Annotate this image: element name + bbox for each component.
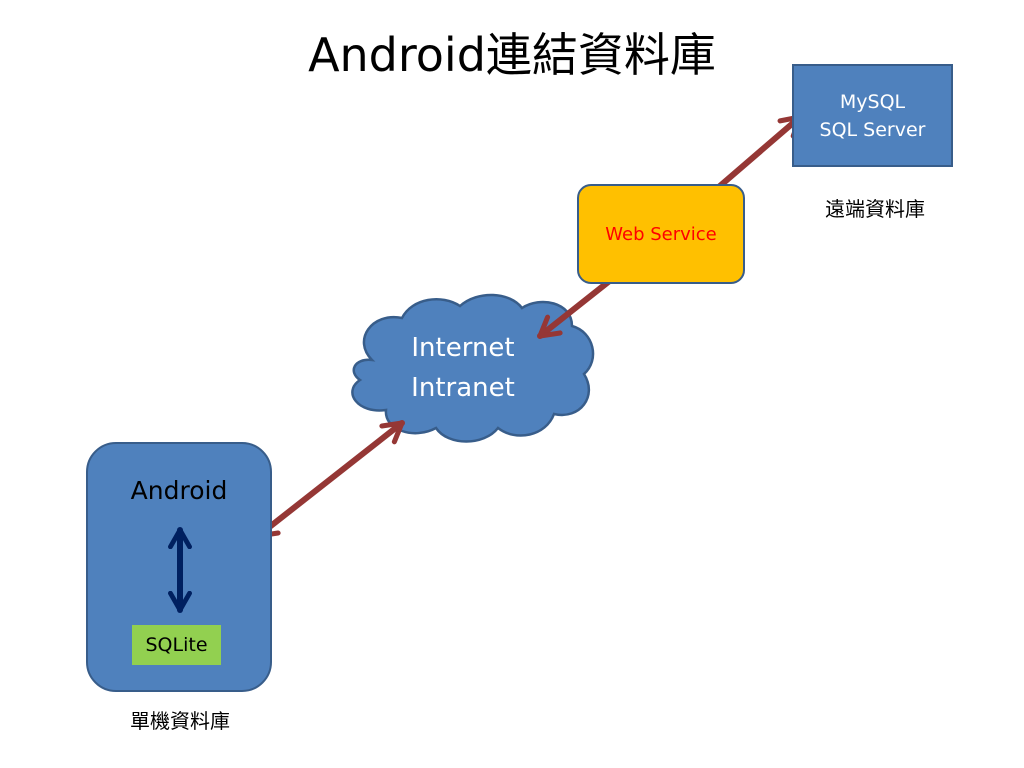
network-cloud-text: Internet Intranet — [370, 328, 556, 408]
remote-db-box: MySQL SQL Server — [792, 64, 953, 167]
network-cloud-shape — [351, 293, 595, 443]
web-service-box: Web Service — [577, 184, 745, 284]
local-db-caption: 單機資料庫 — [130, 709, 230, 733]
network-line-2: Intranet — [411, 373, 515, 403]
network-line-1: Internet — [411, 333, 515, 363]
remote-db-line-1: MySQL — [839, 90, 906, 113]
sqlite-box: SQLite — [132, 625, 221, 665]
slide-title: Android連結資料庫 — [308, 28, 716, 82]
arrow-cloud-android — [255, 420, 405, 539]
remote-db-line-2: SQL Server — [819, 118, 926, 141]
android-label: Android — [130, 476, 228, 505]
remote-db-caption: 遠端資料庫 — [825, 197, 925, 221]
web-service-label: Web Service — [605, 223, 717, 245]
sqlite-label: SQLite — [145, 634, 208, 656]
